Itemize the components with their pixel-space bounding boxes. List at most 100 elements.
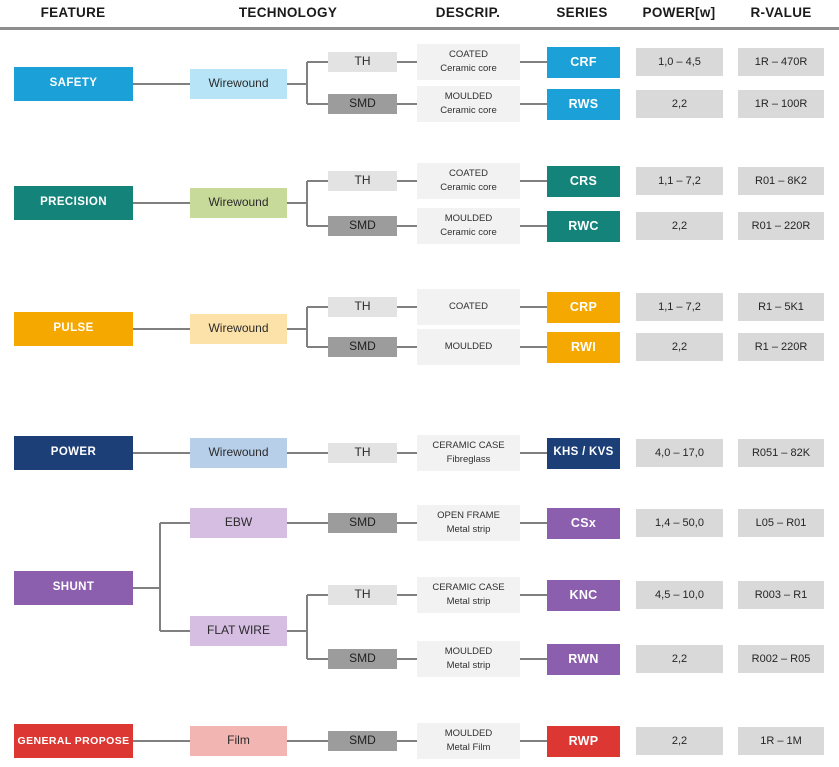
column-header-rvalue: R-VALUE <box>750 5 812 20</box>
mount-box-shunt-0[interactable]: SMD <box>328 513 397 533</box>
connector-mount-descrip-general-0 <box>397 740 417 742</box>
connector-feature-tech-precision <box>133 202 190 204</box>
connector-branch-mount-pulse-0 <box>307 306 328 308</box>
mount-box-safety-1[interactable]: SMD <box>328 94 397 114</box>
feature-box-general[interactable]: GENERAL PROPOSE <box>14 724 133 758</box>
feature-box-pulse[interactable]: PULSE <box>14 312 133 346</box>
mount-box-shunt-1[interactable]: SMD <box>328 649 397 669</box>
connector-tech-branch-shunt <box>287 630 307 632</box>
branch-vertical-shunt-1 <box>306 595 308 659</box>
series-box-precision-1[interactable]: RWC <box>547 210 620 242</box>
mount-box-pulse-1[interactable]: SMD <box>328 337 397 357</box>
power-value-power-0: 4,0 – 17,0 <box>636 439 723 467</box>
connector-branch-mount-pulse-1 <box>307 346 328 348</box>
power-value-safety-1: 2,2 <box>636 90 723 118</box>
connector-tech-branch-precision <box>287 202 307 204</box>
technology-box-shunt-0[interactable]: EBW <box>190 508 287 538</box>
technology-box-pulse[interactable]: Wirewound <box>190 314 287 344</box>
rvalue-safety-0: 1R – 470R <box>738 48 824 76</box>
feature-branch-vertical-shunt <box>159 523 161 631</box>
connector-branch-tech-shunt-1 <box>160 630 190 632</box>
mount-box-pulse-0[interactable]: TH <box>328 297 397 317</box>
descrip-line1: MOULDED <box>444 646 493 658</box>
connector-tech-branch-pulse <box>287 328 307 330</box>
series-box-safety-0[interactable]: CRF <box>547 46 620 78</box>
technology-box-precision[interactable]: Wirewound <box>190 188 287 218</box>
feature-box-power[interactable]: POWER <box>14 436 133 470</box>
connector-descrip-series-pulse-1 <box>520 346 547 348</box>
descrip-box-safety-0[interactable]: COATED Ceramic core <box>417 44 520 80</box>
connector-mount-descrip-pulse-1 <box>397 346 417 348</box>
mount-box-safety-0[interactable]: TH <box>328 52 397 72</box>
connector-feature-tech-general <box>133 740 190 742</box>
power-value-precision-1: 2,2 <box>636 212 723 240</box>
series-box-shunt-0[interactable]: CSx <box>547 507 620 539</box>
column-header-feature: FEATURE <box>40 5 106 20</box>
power-value-pulse-1: 2,2 <box>636 333 723 361</box>
descrip-line1: COATED <box>449 168 488 180</box>
connector-descrip-series-general-0 <box>520 740 547 742</box>
connector-descrip-series-power-0 <box>520 452 547 454</box>
connector-descrip-series-safety-1 <box>520 103 547 105</box>
connector-mount-descrip-pulse-0 <box>397 306 417 308</box>
series-box-precision-0[interactable]: CRS <box>547 165 620 197</box>
descrip-line1: COATED <box>449 49 488 61</box>
rvalue-pulse-0: R1 – 5K1 <box>738 293 824 321</box>
series-box-pulse-1[interactable]: RWI <box>547 331 620 363</box>
series-box-shunt-1[interactable]: RWN <box>547 643 620 675</box>
descrip-line1: MOULDED <box>444 91 493 103</box>
connector-mount-descrip-precision-1 <box>397 225 417 227</box>
connector-branch-mount-precision-0 <box>307 180 328 182</box>
power-value-pulse-0: 1,1 – 7,2 <box>636 293 723 321</box>
descrip-line2: Fibreglass <box>446 454 491 465</box>
technology-box-general[interactable]: Film <box>190 726 287 756</box>
mount-box-general-0[interactable]: SMD <box>328 731 397 751</box>
column-header-powerw: POWER[w] <box>642 5 716 20</box>
feature-box-precision[interactable]: PRECISION <box>14 186 133 220</box>
series-box-power-0[interactable]: KHS / KVS <box>547 437 620 469</box>
series-box-safety-1[interactable]: RWS <box>547 88 620 120</box>
technology-box-safety[interactable]: Wirewound <box>190 69 287 99</box>
rvalue-shunt-1: R002 – R05 <box>738 645 824 673</box>
connector-mount-descrip-power-0 <box>397 452 417 454</box>
connector-tech-mount-power <box>287 452 328 454</box>
feature-box-shunt[interactable]: SHUNT <box>14 571 133 605</box>
rvalue-power-0: R051 – 82K <box>738 439 824 467</box>
rvalue-shunt-0: L05 – R01 <box>738 509 824 537</box>
descrip-line1: MOULDED <box>444 728 493 740</box>
descrip-line2: Ceramic core <box>440 63 497 74</box>
rvalue-general-0: 1R – 1M <box>738 727 824 755</box>
mount-box-power-0[interactable]: TH <box>328 443 397 463</box>
column-header-descrip: DESCRIP. <box>435 5 501 20</box>
branch-vertical-precision <box>306 181 308 226</box>
connector-mount-descrip-safety-1 <box>397 103 417 105</box>
technology-box-shunt-1[interactable]: FLAT WIRE <box>190 616 287 646</box>
descrip-box-pulse-1[interactable]: MOULDED <box>417 329 520 365</box>
descrip-line1: MOULDED <box>444 213 493 225</box>
connector-branch-mount-shunt-1 <box>307 658 328 660</box>
series-box-general-0[interactable]: RWP <box>547 725 620 757</box>
connector-descrip-series-safety-0 <box>520 61 547 63</box>
mount-box-precision-0[interactable]: TH <box>328 171 397 191</box>
descrip-box-pulse-0[interactable]: COATED <box>417 289 520 325</box>
connector-tech-branch-safety <box>287 83 307 85</box>
mount-box-shunt-0[interactable]: TH <box>328 585 397 605</box>
mount-box-precision-1[interactable]: SMD <box>328 216 397 236</box>
series-box-shunt-0[interactable]: KNC <box>547 579 620 611</box>
rvalue-pulse-1: R1 – 220R <box>738 333 824 361</box>
series-box-pulse-0[interactable]: CRP <box>547 291 620 323</box>
feature-box-safety[interactable]: SAFETY <box>14 67 133 101</box>
connector-feature-tech-pulse <box>133 328 190 330</box>
power-value-safety-0: 1,0 – 4,5 <box>636 48 723 76</box>
connector-mount-descrip-shunt-0 <box>397 594 417 596</box>
technology-box-power[interactable]: Wirewound <box>190 438 287 468</box>
rvalue-shunt-0: R003 – R1 <box>738 581 824 609</box>
